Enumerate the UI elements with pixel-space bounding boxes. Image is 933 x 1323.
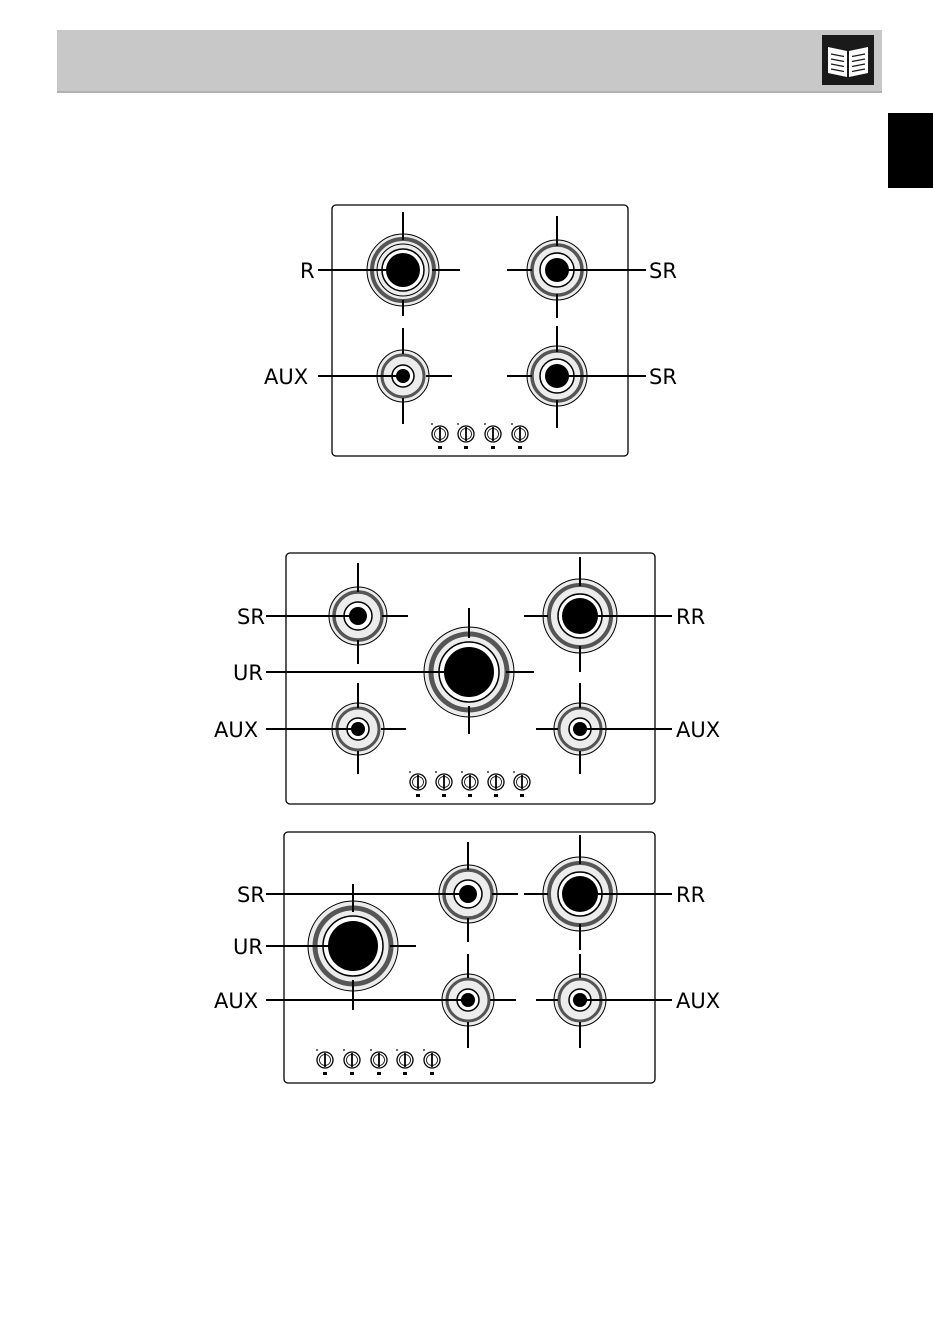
label-sr: SR bbox=[237, 883, 265, 907]
label-aux-right: AUX bbox=[676, 718, 720, 742]
label-sr-bottom: SR bbox=[649, 365, 677, 389]
label-sr-top: SR bbox=[649, 259, 677, 283]
label-ur: UR bbox=[233, 935, 263, 959]
label-rr: RR bbox=[676, 605, 705, 629]
label-aux: AUX bbox=[264, 365, 308, 389]
label-sr: SR bbox=[237, 605, 265, 629]
label-rr: RR bbox=[676, 883, 705, 907]
label-aux-right: AUX bbox=[676, 989, 720, 1013]
hob-diagram-1: R SR AUX SR bbox=[264, 205, 677, 456]
label-r: R bbox=[300, 259, 315, 283]
hob-diagram-2: SR RR UR AUX AUX bbox=[214, 553, 720, 804]
hob-diagram-3: SR RR UR AUX AUX bbox=[214, 832, 720, 1083]
label-aux-left: AUX bbox=[214, 718, 258, 742]
label-ur: UR bbox=[233, 661, 263, 685]
label-aux-left: AUX bbox=[214, 989, 258, 1013]
